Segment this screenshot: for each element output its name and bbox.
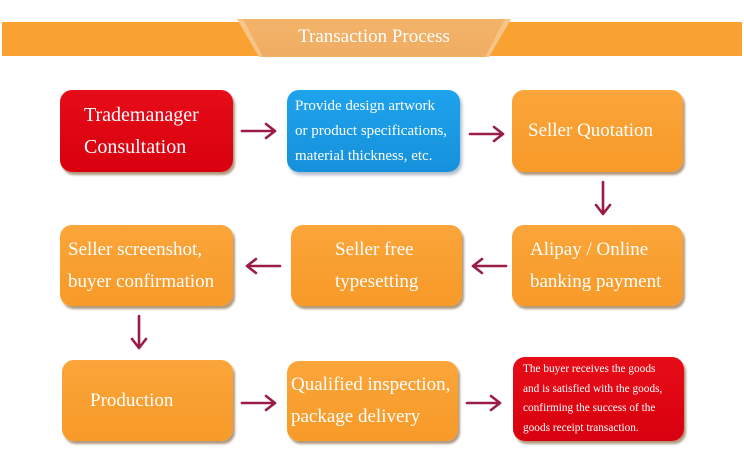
step-3-line-1: Seller Quotation (528, 120, 654, 141)
step-8-qualified-inspection: Qualified inspection, package delivery (287, 361, 458, 441)
arrow-left-icon (471, 257, 508, 275)
step-4-line-1: Alipay / Online (530, 238, 649, 260)
step-5-line-2: typesetting (335, 270, 419, 292)
step-2-line-1: Provide design artwork (295, 97, 435, 114)
header-title-tab: Transaction Process (233, 15, 515, 57)
title-tab-shape (237, 19, 511, 57)
page-title: Transaction Process (298, 26, 450, 47)
arrow-left-icon (245, 257, 282, 275)
step-1-line-2: Consultation (84, 136, 187, 158)
step-6-line-1: Seller screenshot, (68, 238, 203, 260)
step-9-buyer-receives-goods: The buyer receives the goods and is sati… (513, 357, 684, 441)
step-9-line-1: The buyer receives the goods (523, 363, 656, 375)
arrow-down-icon (594, 180, 612, 216)
arrow-down-icon (130, 314, 148, 350)
step-4-alipay-payment: Alipay / Online banking payment (512, 225, 683, 306)
step-1-trademanager-consultation: Trademanager Consultation (60, 90, 233, 172)
step-5-line-1: Seller free (335, 238, 414, 260)
step-5-seller-free-typesetting: Seller free typesetting (291, 225, 462, 306)
arrow-right-icon (465, 394, 502, 412)
step-4-line-2: banking payment (530, 270, 662, 292)
step-9-line-2: and is satisfied with the goods, (523, 382, 663, 395)
step-8-line-1: Qualified inspection, (291, 374, 451, 395)
step-6-line-2: buyer confirmation (68, 270, 215, 292)
step-2-line-2: or product specifications, (295, 122, 448, 139)
step-9-line-3: confirming the success of the (523, 402, 656, 414)
arrow-right-icon (240, 122, 277, 140)
arrow-right-icon (468, 125, 505, 143)
step-3-seller-quotation: Seller Quotation (512, 90, 683, 172)
step-7-line-1: Production (90, 389, 174, 411)
step-2-line-3: material thickness, etc. (295, 147, 433, 164)
step-9-line-4: goods receipt transaction. (523, 421, 639, 434)
arrow-right-icon (240, 394, 277, 412)
step-6-seller-screenshot: Seller screenshot, buyer confirmation (60, 225, 233, 306)
step-2-provide-artwork: Provide design artwork or product specif… (287, 90, 460, 172)
step-1-line-1: Trademanager (84, 104, 199, 126)
step-8-line-2: package delivery (291, 406, 421, 427)
step-7-production: Production (62, 360, 233, 441)
